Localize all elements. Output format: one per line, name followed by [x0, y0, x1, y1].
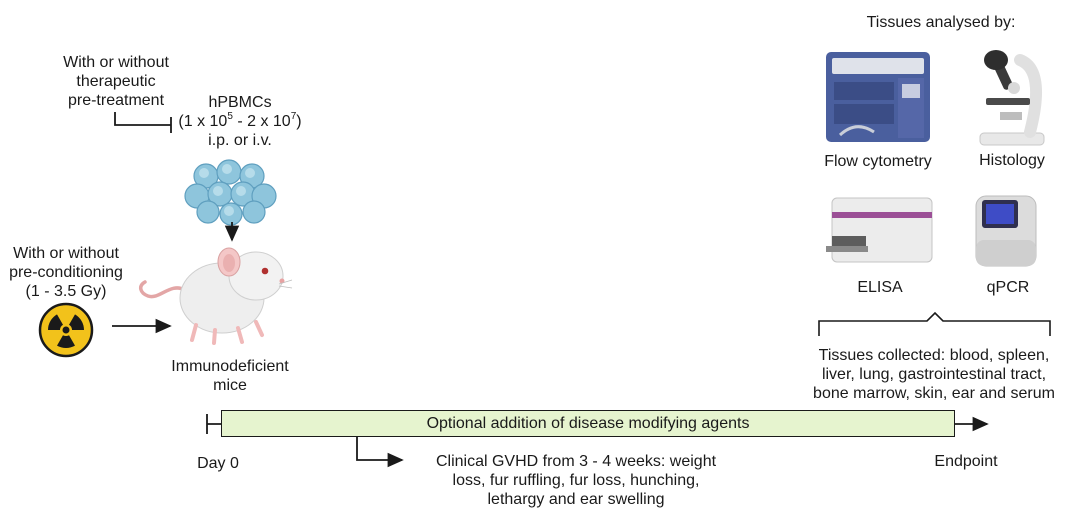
- mouse-icon: [139, 247, 293, 345]
- hpbmc-dose-prefix: (1 x 10: [178, 113, 228, 130]
- gvhd-line-1: Clinical GVHD from 3 - 4 weeks: weight: [435, 453, 717, 470]
- tissues-line-1: Tissues collected: blood, spleen,: [818, 347, 1050, 364]
- gvhd-line-2: loss, fur ruffling, fur loss, hunching,: [452, 472, 700, 489]
- pretreatment-label: With or without therapeutic pre-treatmen…: [48, 53, 184, 110]
- hpbmc-cells-icon: [184, 159, 277, 226]
- pretreatment-line-3: pre-treatment: [67, 92, 165, 109]
- hpbmc-title: hPBMCs: [208, 94, 272, 111]
- timeline-start-label: Day 0: [197, 455, 239, 472]
- hpbmc-route: i.p. or i.v.: [208, 132, 272, 149]
- preconditioning-line-3: (1 - 3.5 Gy): [25, 283, 107, 300]
- radiation-icon: [38, 302, 94, 358]
- method-histology: Histology: [979, 152, 1045, 169]
- hpbmc-dose: (1 x 105 - 2 x 107): [168, 110, 312, 131]
- hpbmc-dose-mid: - 2 x 10: [232, 113, 291, 130]
- gvhd-line-3: lethargy and ear swelling: [487, 491, 665, 508]
- preconditioning-label: With or without pre-conditioning (1 - 3.…: [0, 244, 132, 301]
- tissues-line-3: bone marrow, skin, ear and serum: [813, 385, 1055, 402]
- timeline-bar: Optional addition of disease modifying a…: [221, 410, 955, 437]
- hpbmc-label: hPBMCs (1 x 105 - 2 x 107) i.p. or i.v.: [168, 93, 312, 150]
- gvhd-label: Clinical GVHD from 3 - 4 weeks: weight l…: [408, 452, 744, 509]
- timeline-start-tick: [206, 414, 221, 434]
- method-flow-cytometry: Flow cytometry: [824, 153, 932, 170]
- preconditioning-line-1: With or without: [13, 245, 119, 262]
- tissues-brace: [818, 311, 1051, 336]
- timeline-end-label: Endpoint: [934, 453, 998, 470]
- elisa-reader-icon: [826, 197, 933, 263]
- mice-line-2: mice: [213, 377, 247, 394]
- mice-label: Immunodeficient mice: [150, 357, 310, 395]
- microscope-icon: [979, 50, 1045, 146]
- analysis-header: Tissues analysed by:: [866, 14, 1016, 31]
- gvhd-connector-arrow: [356, 437, 404, 468]
- pretreatment-line-2: therapeutic: [76, 73, 156, 90]
- hpbmc-dose-suffix: ): [296, 113, 302, 130]
- mice-line-1: Immunodeficient: [171, 358, 289, 375]
- qpcr-machine-icon: [975, 195, 1037, 267]
- tissues-collected-label: Tissues collected: blood, spleen, liver,…: [790, 346, 1078, 403]
- hpbmc-dose-exp2: 7: [290, 110, 297, 122]
- pretreatment-line-1: With or without: [63, 54, 169, 71]
- method-qpcr: qPCR: [986, 279, 1030, 296]
- pretreatment-connector: [114, 112, 172, 133]
- tissues-line-2: liver, lung, gastrointestinal tract,: [821, 366, 1047, 383]
- preconditioning-line-2: pre-conditioning: [9, 264, 123, 281]
- flow-cytometer-icon: [826, 52, 930, 142]
- timeline-bar-label: Optional addition of disease modifying a…: [426, 414, 750, 432]
- hpbmc-dose-exp1: 5: [227, 110, 233, 122]
- method-elisa: ELISA: [857, 279, 903, 296]
